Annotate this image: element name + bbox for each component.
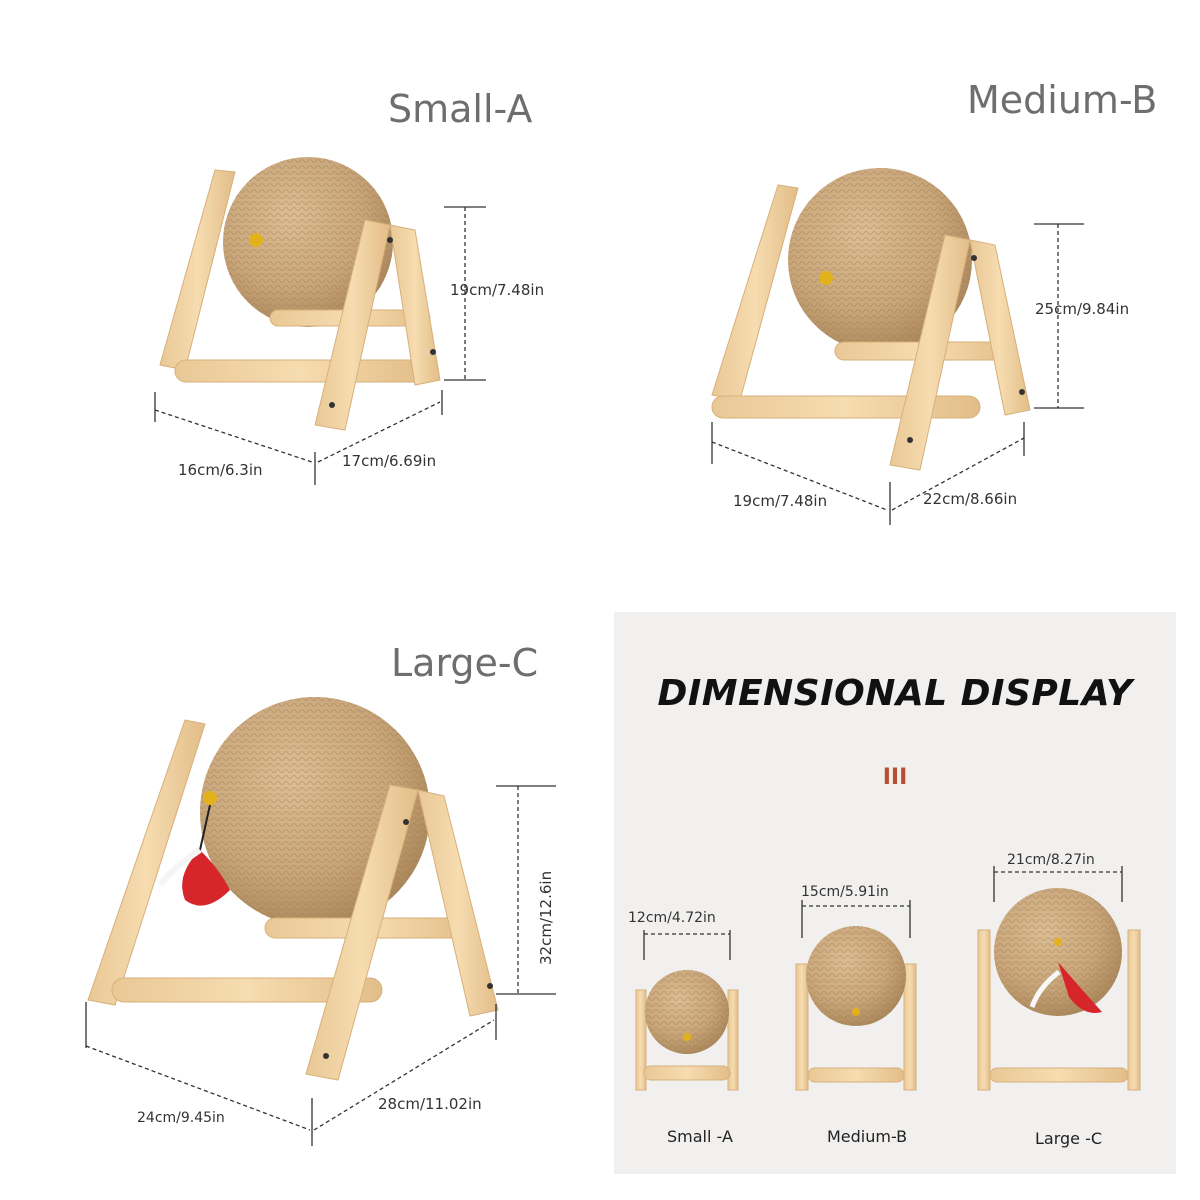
size-title-medium: Medium-B: [967, 78, 1157, 122]
caption-small: Small -A: [667, 1127, 733, 1146]
scratcher-medium-illustration: [711, 168, 1031, 471]
wood-rod: [111, 977, 383, 1003]
width-label-large: 24cm/9.45in: [137, 1110, 225, 1126]
diameter-label-small: 12cm/4.72in: [628, 910, 716, 926]
height-label-large: 32cm/12.6in: [537, 871, 555, 965]
depth-label-small: 17cm/6.69in: [342, 452, 436, 470]
bell-icon: [249, 233, 263, 247]
panel-small: Small-A 19cm/7.48in 16cm/6.3in: [20, 20, 600, 580]
size-title-small: Small-A: [388, 87, 532, 131]
size-title-large: Large-C: [391, 641, 538, 685]
depth-label-large: 28cm/11.02in: [378, 1095, 482, 1113]
feather-icon: [182, 850, 230, 906]
wood-rod: [711, 395, 981, 419]
panel-dimensional-display: DIMENSIONAL DISPLAY III 12cm/4.72in Smal…: [614, 612, 1176, 1174]
divider-mark: III: [883, 765, 908, 790]
diameter-label-large: 21cm/8.27in: [1007, 852, 1095, 868]
caption-medium: Medium-B: [827, 1127, 907, 1146]
width-label-small: 16cm/6.3in: [178, 461, 263, 479]
display-item-medium: 15cm/5.91in Medium-B: [795, 884, 917, 1146]
scratcher-large-illustration: [87, 697, 499, 1081]
display-title: DIMENSIONAL DISPLAY: [657, 673, 1135, 714]
height-label-medium: 25cm/9.84in: [1035, 300, 1129, 318]
display-item-small: 12cm/4.72in Small -A: [628, 910, 739, 1146]
height-label-small: 19cm/7.48in: [450, 281, 544, 299]
panel-medium: Medium-B 25cm/9.84in 19cm/7.48in 22cm/8.…: [600, 20, 1180, 580]
panel-large: Large-C 32cm/12.6in 24cm/9.45in 28cm/11.: [20, 600, 600, 1180]
width-label-medium: 19cm/7.48in: [733, 492, 827, 510]
diameter-label-medium: 15cm/5.91in: [801, 884, 889, 900]
bell-icon: [203, 791, 217, 805]
display-item-large: 21cm/8.27in Large -C: [977, 852, 1141, 1148]
bell-icon: [819, 271, 833, 285]
wood-rod: [174, 359, 426, 383]
scratcher-small-illustration: [159, 157, 441, 431]
depth-label-medium: 22cm/8.66in: [923, 490, 1017, 508]
caption-large: Large -C: [1035, 1129, 1102, 1148]
